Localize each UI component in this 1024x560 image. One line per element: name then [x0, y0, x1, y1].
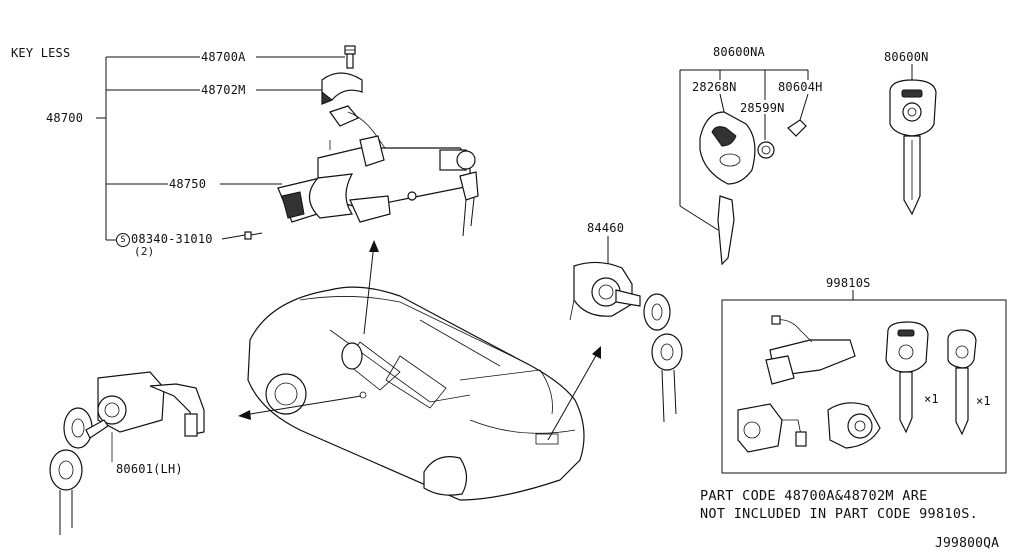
remote-key-80600na: [679, 69, 809, 266]
key-80600n: [889, 64, 937, 216]
label-48700a: 48700A: [201, 50, 246, 64]
label-80600na: 80600NA: [713, 45, 765, 59]
door-lock-80601: [49, 371, 205, 535]
shroud-48702m: [321, 72, 363, 105]
label-48750: 48750: [169, 177, 207, 191]
label-80600n: 80600N: [884, 50, 929, 64]
label-80604h: 80604H: [778, 80, 823, 94]
kit-99810s: [721, 290, 1007, 474]
label-80601-lh: 80601(LH): [116, 462, 183, 476]
label-84460: 84460: [587, 221, 625, 235]
car-body: [247, 286, 585, 501]
label-28268n: 28268N: [692, 80, 737, 94]
label-qty-x1-a: ×1: [924, 392, 939, 406]
label-qty-x1-b: ×1: [976, 394, 991, 408]
label-99810s: 99810S: [826, 276, 871, 290]
ignition-leader-lines: [96, 56, 345, 241]
label-keyless: KEY LESS: [11, 46, 71, 60]
screw-48700a: [344, 45, 356, 69]
label-48700: 48700: [46, 111, 84, 125]
label-28599n: 28599N: [740, 101, 785, 115]
note-line-2: NOT INCLUDED IN PART CODE 99810S.: [700, 506, 979, 522]
screw-symbol: S: [116, 232, 130, 247]
label-screw-qty: (2): [134, 245, 155, 258]
screw-part-number: 08340-31010: [131, 232, 213, 246]
note-line-1: PART CODE 48700A&48702M ARE: [700, 488, 928, 504]
car-arrows: [238, 240, 601, 441]
screw-08340: [244, 231, 263, 240]
reference-code: J99800QA: [935, 536, 1000, 551]
trunk-lock-84460: [569, 236, 683, 423]
label-48702m: 48702M: [201, 83, 246, 97]
ignition-lock-assembly: [277, 105, 479, 237]
